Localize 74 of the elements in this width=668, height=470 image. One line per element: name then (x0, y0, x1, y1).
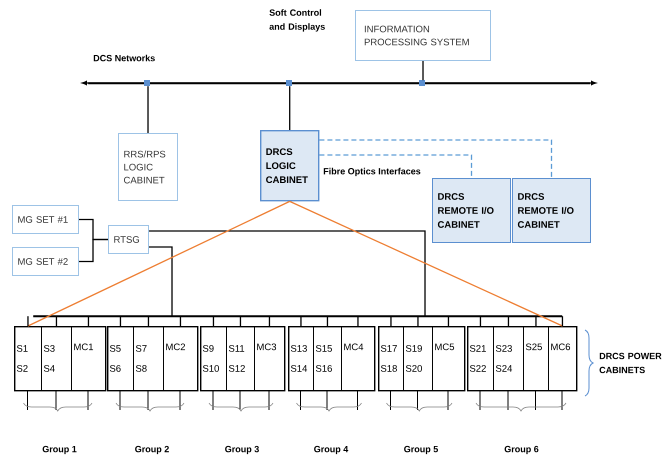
connector-line (480, 316, 482, 326)
cabinet-box: RRS/RPS LOGIC CABINET (118, 133, 178, 201)
text-label: Fibre Optics Interfaces (324, 168, 420, 176)
cabinet-section: S7 S8 (133, 326, 164, 391)
cabinet-section: S13 S14 (288, 326, 314, 391)
connector-line (149, 246, 173, 316)
cabinet-section: MC6 (548, 326, 577, 391)
connector-line (422, 61, 424, 80)
text-label: Group 2 (135, 446, 169, 454)
cabinet-section: MC5 (432, 326, 465, 391)
text-label: DCS Networks (94, 54, 155, 62)
text-label: Group 1 (42, 446, 76, 454)
connector-line (268, 316, 270, 326)
cabinet-box: DRCS REMOTE I/O CABINET (432, 178, 511, 243)
cabinet-section: S5 S6 (107, 326, 134, 391)
dashed-line (319, 154, 472, 178)
cabinet-section: S9 S10 (200, 326, 227, 391)
cabinet-section: S21 S22 (467, 326, 494, 391)
cabinet-section: MC2 (163, 326, 198, 391)
connector-line (562, 316, 564, 326)
connector-line (120, 316, 122, 326)
switchgear-box: RTSG (108, 225, 149, 254)
connector-line (79, 238, 108, 262)
text-label: Soft Control and Displays (269, 9, 325, 32)
cabinet-section: S3 S4 (41, 326, 72, 391)
cabinet-section: S25 (523, 326, 549, 391)
cabinet-box: DRCS REMOTE I/O CABINET (512, 178, 591, 243)
cabinet-section: MC1 (71, 326, 106, 391)
generator-box: MG SET #1 (12, 205, 79, 234)
cabinet-section: S23 S24 (493, 326, 524, 391)
dashed-line (319, 139, 552, 178)
cabinet-section: MC4 (341, 326, 375, 391)
connector-line (326, 316, 328, 326)
connector-line (535, 316, 537, 326)
generator-box: MG SET #2 (12, 247, 79, 276)
cabinet-group (14, 326, 106, 392)
text-label: Group 3 (225, 446, 259, 454)
text-label: Group 6 (504, 446, 538, 454)
cabinet-section: S19 S20 (403, 326, 433, 391)
cabinet-section: S11 S12 (226, 326, 255, 391)
connector-line (448, 316, 450, 326)
power-bus (33, 315, 562, 318)
cabinet-box: DRCS LOGIC CABINET (260, 130, 320, 202)
connector-line (289, 86, 290, 130)
fibre-optic-line (289, 200, 563, 327)
connector-line (508, 316, 510, 326)
text-label: Group 5 (404, 446, 438, 454)
system-box: INFORMATION PROCESSING SYSTEM (355, 10, 491, 61)
connector-line (357, 316, 359, 326)
cabinet-group (107, 326, 198, 392)
text-label: DRCS POWER CABINETS (600, 352, 662, 374)
connector-line (88, 316, 90, 326)
cabinet-section: S17 S18 (378, 326, 404, 391)
connector-line (147, 86, 149, 133)
cabinet-group (288, 326, 376, 392)
connector-line (417, 316, 419, 326)
fibre-optic-line (28, 200, 290, 327)
connector-line (212, 316, 214, 326)
connector-line (56, 316, 58, 326)
connector-line (180, 316, 182, 326)
connector-line (149, 230, 426, 316)
connector-line (148, 316, 150, 326)
text-label: Group 4 (314, 446, 348, 454)
connector-line (390, 316, 392, 326)
cabinet-section: S1 S2 (14, 326, 42, 391)
cabinet-section: S15 S16 (313, 326, 342, 391)
cabinet-section: MC3 (254, 326, 285, 391)
cabinet-group (200, 326, 286, 392)
cabinet-group (378, 326, 466, 392)
connector-line (27, 316, 29, 326)
network-bus (82, 80, 596, 86)
cabinet-group (467, 326, 578, 392)
connector-line (240, 316, 242, 326)
connector-line (300, 316, 302, 326)
